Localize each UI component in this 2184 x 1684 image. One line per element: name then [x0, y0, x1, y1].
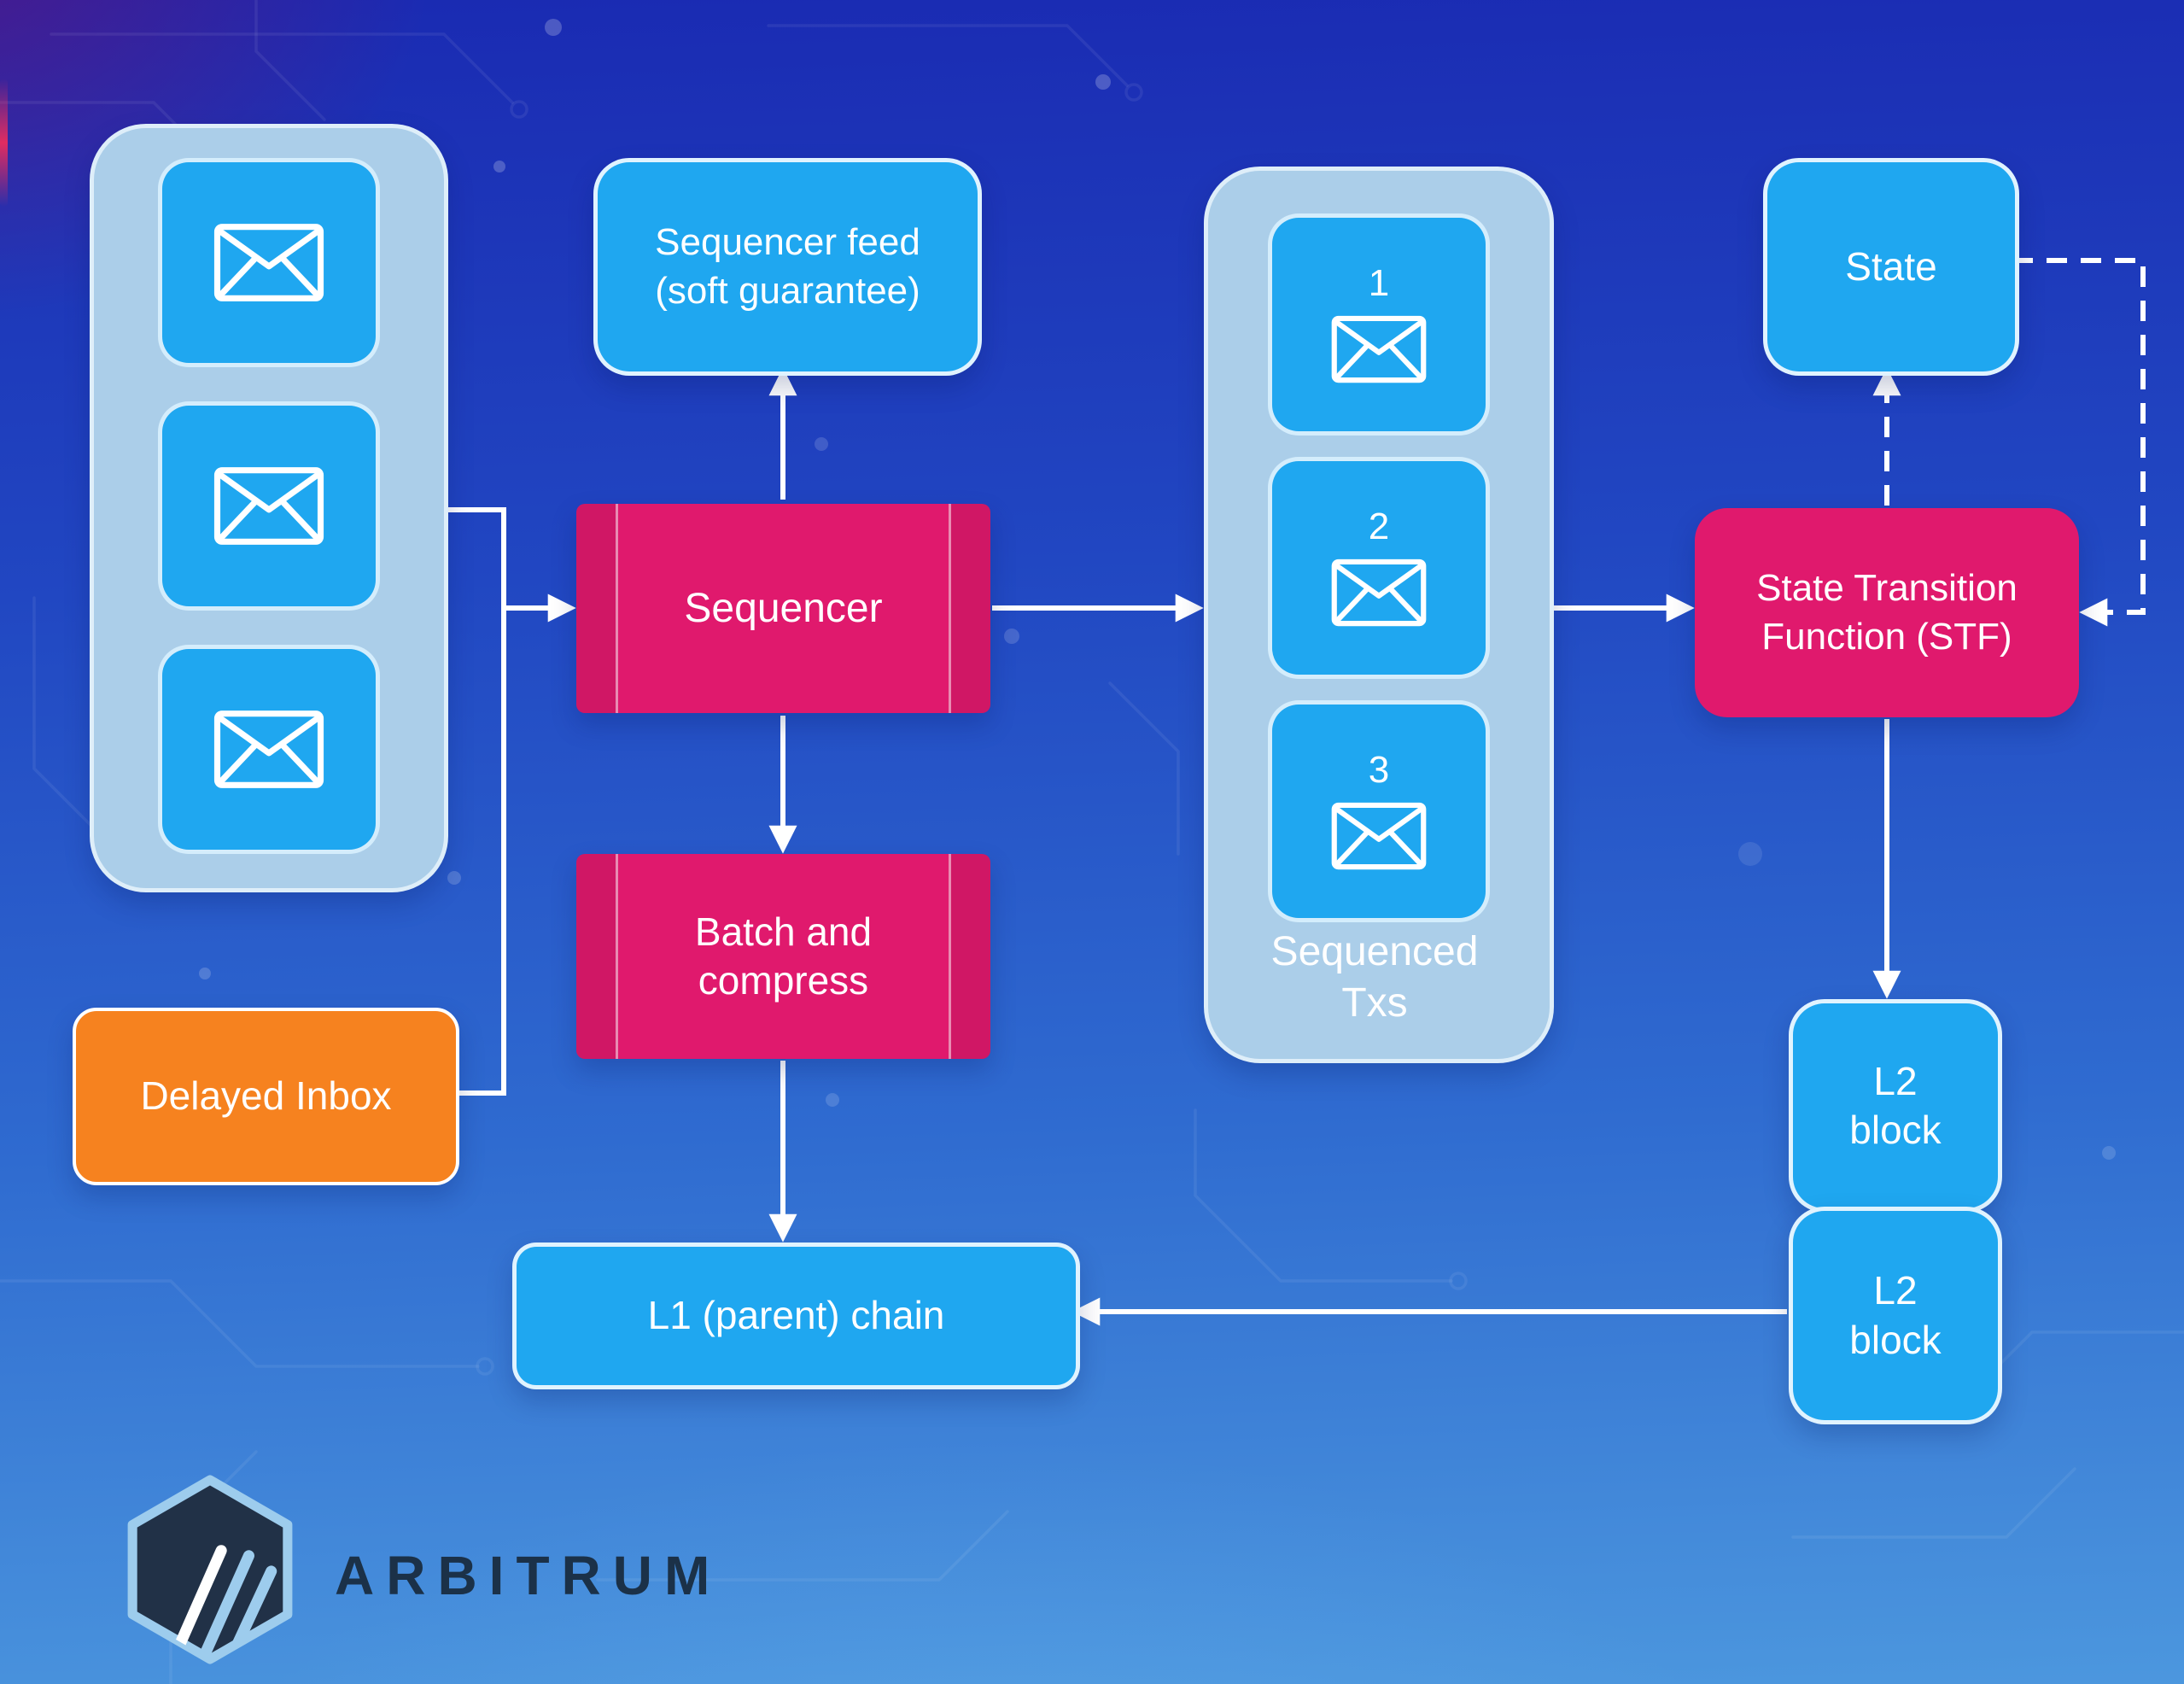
delayed-inbox-label: Delayed Inbox — [140, 1073, 392, 1119]
l2-block-top-node: L2 block — [1789, 999, 2002, 1213]
sequenced-tx-3-number: 3 — [1368, 749, 1390, 791]
envelope-icon — [213, 465, 325, 547]
l1-chain-label: L1 (parent) chain — [647, 1293, 945, 1338]
sequenced-tx-2-number: 2 — [1368, 506, 1390, 547]
batch-compress-node: Batch and compress — [576, 854, 990, 1059]
arbitrum-logo-icon — [127, 1475, 293, 1664]
l2-block-bottom-node: L2 block — [1789, 1207, 2002, 1424]
envelope-icon — [213, 222, 325, 303]
state-node: State — [1763, 158, 2019, 376]
sequenced-tx-1-number: 1 — [1368, 262, 1390, 304]
inbox-message-1 — [158, 158, 380, 367]
sequenced-txs-label: Sequenced Txs — [1270, 929, 1479, 1026]
delayed-inbox-node: Delayed Inbox — [73, 1008, 459, 1185]
batch-compress-label: Batch and compress — [694, 909, 873, 1003]
envelope-icon — [1330, 314, 1428, 384]
state-label: State — [1845, 243, 1937, 289]
stf-label: State Transition Function (STF) — [1756, 567, 2018, 658]
sequencer-feed-label: Sequencer feed (soft guarantee) — [655, 221, 920, 312]
edge-light-glare — [0, 79, 8, 207]
envelope-icon — [213, 709, 325, 790]
l2-block-top-label: L2 block — [1849, 1058, 1942, 1153]
l2-block-bottom-label: L2 block — [1849, 1268, 1942, 1362]
inbox-message-2 — [158, 401, 380, 611]
stf-node: State Transition Function (STF) — [1695, 508, 2079, 717]
sequenced-tx-1: 1 — [1268, 213, 1490, 436]
envelope-icon — [1330, 801, 1428, 871]
sequenced-tx-3: 3 — [1268, 700, 1490, 922]
connector-inbox-junction — [440, 507, 506, 1096]
sequencer-feed-node: Sequencer feed (soft guarantee) — [593, 158, 982, 376]
arbitrum-brand-text: ARBITRUM — [335, 1545, 722, 1606]
sequenced-tx-2: 2 — [1268, 457, 1490, 679]
l1-chain-node: L1 (parent) chain — [512, 1243, 1080, 1389]
sequencer-node: Sequencer — [576, 504, 990, 713]
inbox-message-3 — [158, 645, 380, 854]
sequencer-label: Sequencer — [684, 585, 883, 631]
envelope-icon — [1330, 558, 1428, 628]
